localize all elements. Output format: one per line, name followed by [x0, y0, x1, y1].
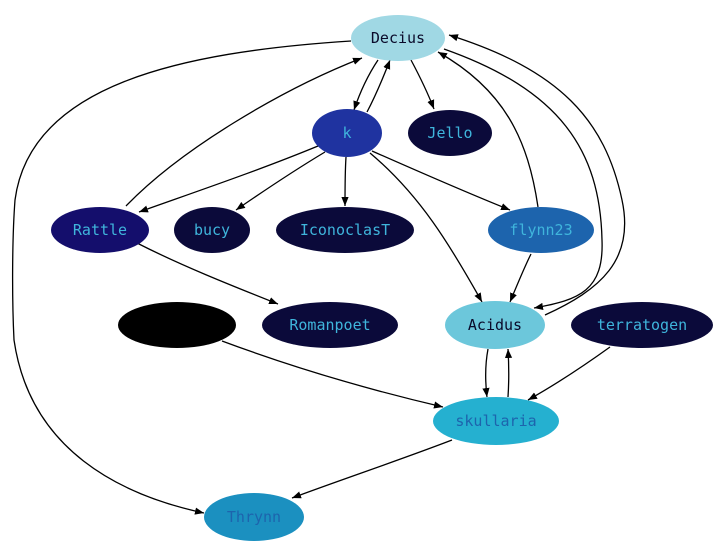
- node-romanpoet-label: Romanpoet: [289, 316, 370, 334]
- node-speciallk-shape: [118, 302, 236, 348]
- node-thrynn-label: Thrynn: [227, 508, 281, 526]
- node-thrynn-shape: [204, 493, 304, 541]
- edge-flynn23-to-decius: [437, 51, 539, 208]
- node-k[interactable]: k: [312, 109, 382, 157]
- node-decius-label: Decius: [371, 29, 425, 47]
- edge-speciallk-to-skullaria: [221, 340, 444, 409]
- node-bucy[interactable]: bucy: [174, 207, 250, 253]
- node-jello[interactable]: Jello: [408, 110, 492, 156]
- edge-acidus-to-decius: [448, 34, 626, 316]
- node-skullaria-shape: [433, 397, 559, 445]
- node-iconoclast-label: IconoclasT: [300, 221, 390, 239]
- node-jello-label: Jello: [427, 124, 472, 142]
- edge-decius-to-thrynn: [11, 40, 352, 515]
- edge-decius-to-jello: [410, 59, 435, 110]
- edge-k-to-decius: [366, 59, 391, 113]
- node-decius[interactable]: Decius: [351, 15, 445, 61]
- node-romanpoet[interactable]: Romanpoet: [262, 302, 398, 348]
- node-skullaria-label: skullaria: [455, 412, 536, 430]
- edge-rattle-to-decius: [125, 57, 363, 207]
- node-rattle-label: Rattle: [73, 221, 127, 239]
- edge-k-to-rattle: [138, 145, 319, 213]
- edge-k-to-iconoclast: [341, 156, 349, 207]
- node-decius-shape: [351, 15, 445, 61]
- node-k-shape: [312, 109, 382, 157]
- node-bucy-shape: [174, 207, 250, 253]
- node-romanpoet-shape: [262, 302, 398, 348]
- node-acidus-shape: [445, 301, 545, 349]
- edge-acidus-to-skullaria: [482, 348, 490, 398]
- node-terratogen-label: terratogen: [597, 316, 687, 334]
- edge-decius-to-acidus: [443, 48, 603, 311]
- node-acidus[interactable]: Acidus: [445, 301, 545, 349]
- edge-decius-to-k: [353, 59, 379, 111]
- node-flynn23[interactable]: flynn23: [488, 207, 594, 253]
- edge-k-to-bucy: [235, 151, 326, 211]
- node-jello-shape: [408, 110, 492, 156]
- node-k-label: k: [342, 124, 351, 142]
- node-iconoclast[interactable]: IconoclasT: [276, 207, 414, 253]
- node-terratogen-shape: [571, 302, 713, 348]
- node-iconoclast-shape: [276, 207, 414, 253]
- edge-skullaria-to-acidus: [504, 348, 513, 398]
- edge-rattle-to-romanpoet: [136, 242, 279, 305]
- node-rattle[interactable]: Rattle: [51, 207, 149, 253]
- node-skullaria[interactable]: skullaria: [433, 397, 559, 445]
- node-acidus-label: Acidus: [468, 316, 522, 334]
- node-thrynn[interactable]: Thrynn: [204, 493, 304, 541]
- edges-layer: [11, 34, 626, 515]
- node-flynn23-label: flynn23: [509, 221, 572, 239]
- node-bucy-label: bucy: [194, 221, 230, 239]
- node-terratogen[interactable]: terratogen: [571, 302, 713, 348]
- edge-flynn23-to-acidus: [509, 253, 532, 303]
- node-speciallk[interactable]: specialK: [118, 302, 236, 348]
- edge-k-to-flynn23: [371, 150, 511, 211]
- node-flynn23-shape: [488, 207, 594, 253]
- node-speciallk-label: specialK: [141, 316, 213, 334]
- node-rattle-shape: [51, 207, 149, 253]
- edge-skullaria-to-thrynn: [291, 439, 453, 499]
- edge-terratogen-to-skullaria: [527, 346, 611, 401]
- nodes-layer: Decius k Jello Rattle bucy IconoclasT fl…: [51, 15, 713, 541]
- edge-k-to-acidus: [369, 152, 483, 303]
